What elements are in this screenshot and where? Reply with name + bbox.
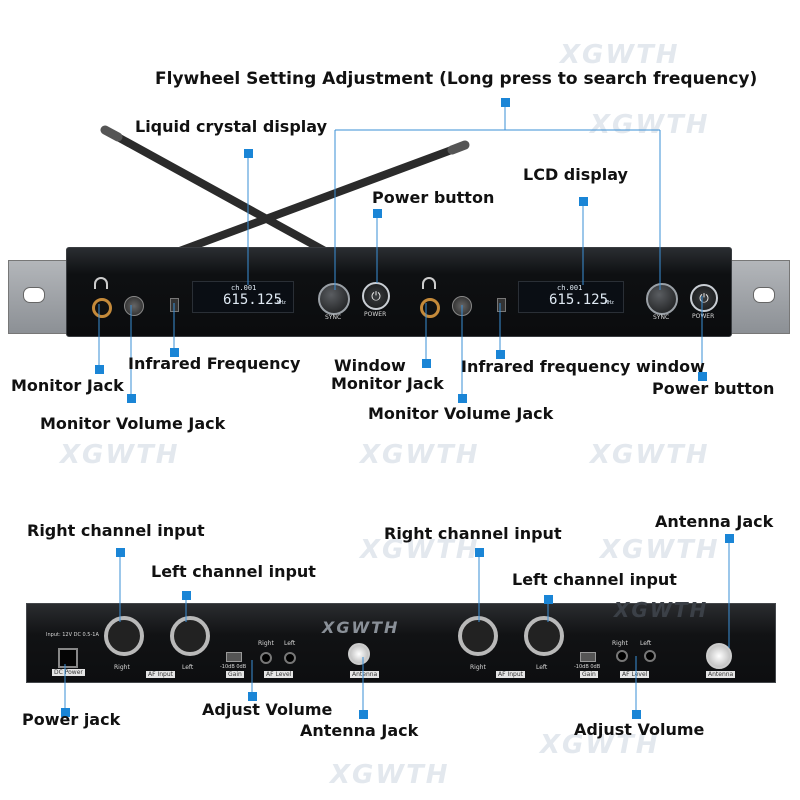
marker [496,350,505,359]
watermark: XGWTH [360,535,480,565]
rack-ear-left [8,260,68,334]
marker [170,348,179,357]
label-infrared-frequency: Infrared Frequency [128,354,301,373]
label-lcd-display: LCD display [523,165,628,184]
antennas [100,125,470,266]
label-left-channel-input: Left channel input [151,562,316,581]
watermark: XGWTH [60,440,180,470]
sync-label: SYNC [325,314,342,321]
lcd-channel: ch.001 [557,284,583,292]
watermark: XGWTH [560,40,680,70]
power-icon: ⏻ [371,289,381,303]
marker [182,591,191,600]
label-right-channel-input: Right channel input [27,521,205,540]
lcd-display-ch1: ch.001 615.125 MHz [192,281,294,313]
watermark: XGWTH [360,440,480,470]
label-monitor-jack: Monitor Jack [11,376,124,395]
power-label: POWER [364,311,387,318]
marker [116,548,125,557]
power-button-ch2[interactable]: ⏻ [690,284,718,312]
marker [475,548,484,557]
label-monitor-volume-jack: Monitor Volume Jack [40,414,226,433]
marker [422,359,431,368]
lcd-unit: MHz [277,300,287,306]
label-power-button: Power button [652,379,775,398]
front-panel: ch.001 615.125 MHz SYNC ⏻ POWER ch.001 6… [0,0,800,340]
label-liquid-crystal-display: Liquid crystal display [135,117,327,136]
marker [501,98,510,107]
marker [725,534,734,543]
label-flywheel: Flywheel Setting Adjustment (Long press … [155,69,758,89]
watermark: XGWTH [330,760,450,790]
rack-ear-right [730,260,790,334]
marker [248,692,257,701]
sync-label: SYNC [653,314,670,321]
marker [359,710,368,719]
flywheel-knob-ch2[interactable] [646,283,678,315]
lcd-display-ch2: ch.001 615.125 MHz [518,281,624,313]
marker [579,197,588,206]
watermark: XGWTH [540,730,660,760]
marker [373,209,382,218]
marker [61,708,70,717]
label-monitor-jack: Monitor Jack [331,374,444,393]
marker [632,710,641,719]
label-power-button: Power button [372,188,495,207]
headphone-icon [94,277,108,289]
label-adjust-volume: Adjust Volume [202,700,333,719]
lcd-frequency: 615.125 [223,292,283,308]
marker [127,394,136,403]
lcd-channel: ch.001 [231,284,257,292]
label-right-channel-input: Right channel input [384,524,562,543]
label-adjust-volume: Adjust Volume [574,720,705,739]
marker [244,149,253,158]
marker [544,595,553,604]
marker [95,365,104,374]
watermark: XGWTH [590,440,710,470]
monitor-volume-knob[interactable] [124,296,144,316]
label-infrared-frequency-window: Infrared frequency window [461,357,705,376]
power-button-ch1[interactable]: ⏻ [362,282,390,310]
label-antenna-jack: Antenna Jack [655,512,774,531]
marker [698,372,707,381]
monitor-jack[interactable] [92,298,112,318]
power-label: POWER [692,313,715,320]
lcd-unit: MHz [605,300,615,306]
label-left-channel-input: Left channel input [512,570,677,589]
watermark: XGWTH [600,535,720,565]
flywheel-knob-ch1[interactable] [318,283,350,315]
lcd-frequency: 615.125 [549,292,609,308]
power-icon: ⏻ [699,291,709,305]
marker [458,394,467,403]
label-power-jack: Power jack [22,710,121,729]
watermark: XGWTH [590,110,710,140]
label-monitor-volume-jack: Monitor Volume Jack [368,404,554,423]
infrared-window [497,298,506,312]
label-antenna-jack: Antenna Jack [300,721,419,740]
headphone-icon [422,277,436,289]
label-window: Window [334,356,406,375]
monitor-jack[interactable] [420,298,440,318]
